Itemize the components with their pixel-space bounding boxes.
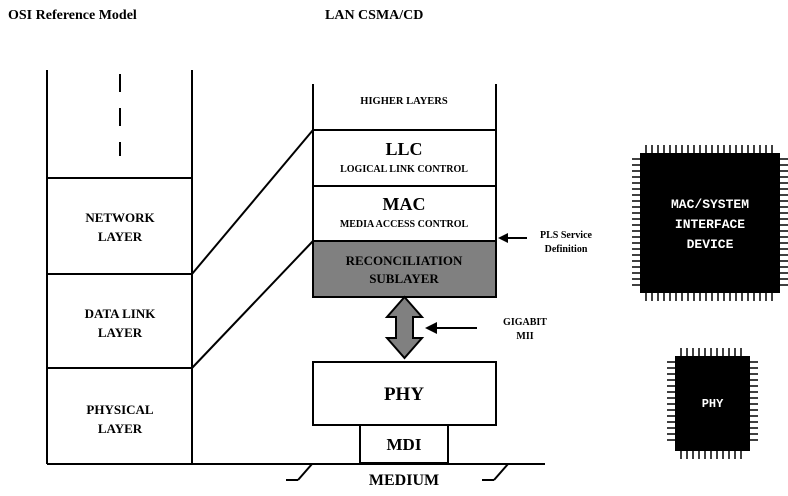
medium-bracket-right: [493, 463, 509, 481]
mapping-line-top: [191, 129, 314, 275]
physical-layer-line2: LAYER: [98, 421, 143, 436]
pls-label-line1: PLS Service: [540, 230, 592, 241]
reconciliation-line2: SUBLAYER: [369, 271, 439, 286]
mac-system-chip: [640, 153, 780, 293]
llc-subtitle: LOGICAL LINK CONTROL: [340, 164, 468, 175]
pls-arrow-head: [498, 233, 508, 243]
osi-heading: OSI Reference Model: [8, 8, 137, 23]
llc-title: LLC: [385, 139, 422, 159]
mii-label-line2: MII: [516, 331, 533, 342]
phy-chip: [675, 356, 750, 451]
mii-arrow-head: [425, 322, 437, 334]
mac-system-chip-line3: DEVICE: [687, 237, 734, 252]
mii-double-arrow: [384, 295, 425, 360]
higher-layers-label: HIGHER LAYERS: [360, 96, 448, 107]
mapping-line-bottom: [191, 240, 314, 369]
mac-system-chip-pins: [632, 145, 788, 301]
phy-chip-pins: [667, 348, 758, 459]
mac-subtitle: MEDIA ACCESS CONTROL: [340, 219, 469, 230]
phy-label: PHY: [384, 384, 424, 405]
mac-system-chip-line2: INTERFACE: [675, 217, 745, 232]
lan-heading: LAN CSMA/CD: [325, 8, 424, 23]
mac-system-chip-line1: MAC/SYSTEM: [671, 197, 749, 212]
reconciliation-line1: RECONCILIATION: [346, 253, 463, 268]
network-layer-line2: LAYER: [98, 229, 143, 244]
network-layer-line1: NETWORK: [85, 210, 155, 225]
datalink-layer-line1: DATA LINK: [85, 306, 157, 321]
mac-title: MAC: [383, 194, 426, 214]
pls-label-line2: Definition: [545, 244, 588, 255]
datalink-layer-line2: LAYER: [98, 325, 143, 340]
mii-label-line1: GIGABIT: [503, 317, 547, 328]
physical-layer-line1: PHYSICAL: [86, 402, 154, 417]
medium-bracket-left: [297, 463, 313, 481]
reconciliation-box: [312, 240, 497, 298]
mdi-label: MDI: [387, 435, 422, 454]
phy-chip-label: PHY: [702, 397, 724, 411]
medium-label: MEDIUM: [369, 472, 439, 489]
